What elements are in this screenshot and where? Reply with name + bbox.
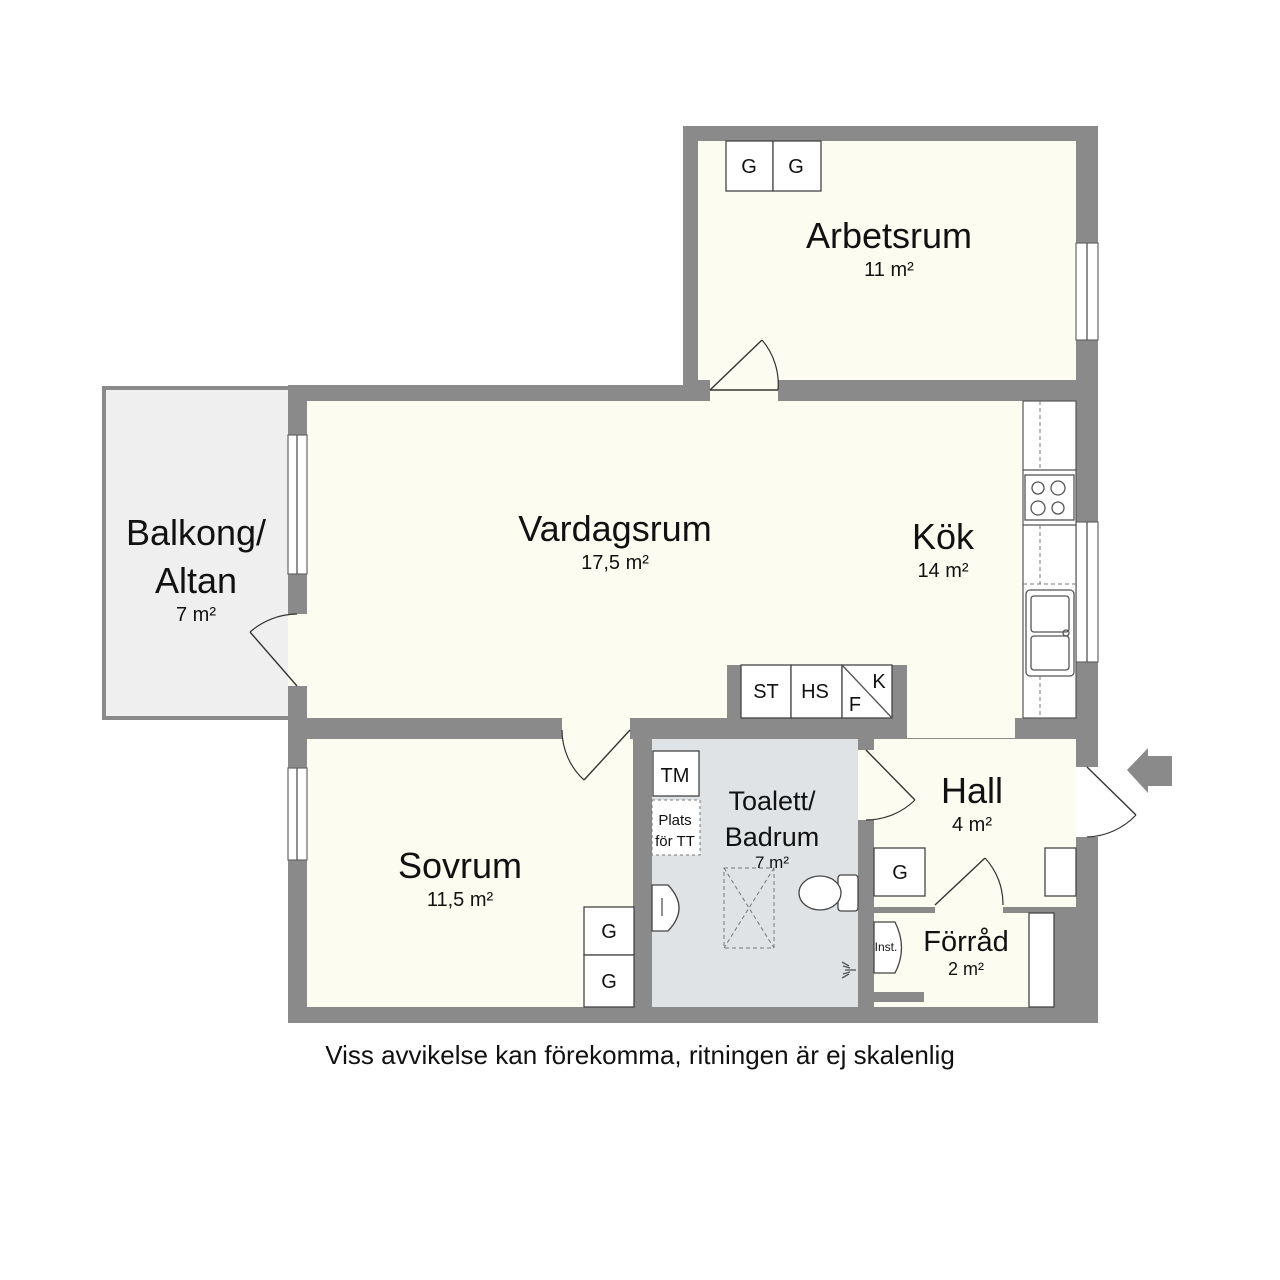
tm-box bbox=[652, 750, 700, 797]
wardrobe-sovrum-1 bbox=[583, 906, 635, 956]
wardrobe-label: G bbox=[788, 156, 804, 178]
kitchen-counter bbox=[1022, 400, 1077, 719]
balkong-name-line2: Altan bbox=[155, 560, 237, 601]
st-label: ST bbox=[753, 681, 779, 703]
toalett-area: 7 m² bbox=[755, 853, 789, 872]
toalett-name-line1: Toalett/ bbox=[728, 786, 816, 816]
forrad-name: Förråd bbox=[923, 926, 1008, 958]
room-labels: Arbetsrum 11 m² Vardagsrum 17,5 m² Kök 1… bbox=[126, 215, 1009, 979]
floor-drain-area bbox=[723, 867, 775, 949]
shower-icon bbox=[841, 961, 856, 979]
sovrum-floor bbox=[307, 739, 633, 1007]
doors bbox=[249, 339, 1137, 913]
hs-label: HS bbox=[801, 681, 829, 703]
kok-lower-floor bbox=[907, 718, 1015, 738]
balkong-name-line1: Balkong/ bbox=[126, 512, 266, 553]
disclaimer-text: Viss avvikelse kan förekomma, ritningen … bbox=[325, 1040, 955, 1070]
st-box bbox=[740, 664, 792, 719]
arbetsrum-area: 11 m² bbox=[864, 259, 914, 281]
forrad-shelf bbox=[1028, 912, 1055, 1008]
inst-cabinet bbox=[873, 921, 903, 974]
hall-name: Hall bbox=[941, 770, 1003, 811]
sovrum-area: 11,5 m² bbox=[427, 889, 494, 911]
tt-space bbox=[651, 799, 701, 856]
sink-icon bbox=[651, 884, 680, 932]
entrance-arrow-icon bbox=[1127, 748, 1172, 793]
wardrobe-hall bbox=[873, 847, 926, 897]
wardrobe-label: G bbox=[601, 921, 617, 943]
wardrobe-sovrum-2 bbox=[583, 954, 635, 1008]
vardagsrum-name: Vardagsrum bbox=[518, 508, 711, 549]
plats-label-line1: Plats bbox=[658, 812, 691, 829]
k-label: K bbox=[872, 671, 886, 693]
fixture-labels: G G ST HS F K TM Plats för TT G G G Inst… bbox=[601, 156, 908, 993]
balkong-area: 7 m² bbox=[176, 604, 216, 626]
wardrobe-label: G bbox=[601, 971, 617, 993]
windows bbox=[287, 242, 1099, 861]
plats-label-line2: för TT bbox=[655, 833, 695, 850]
f-label: F bbox=[849, 694, 861, 716]
forrad-area: 2 m² bbox=[948, 959, 984, 979]
kok-name: Kök bbox=[912, 516, 975, 557]
sovrum-name: Sovrum bbox=[398, 845, 522, 886]
wardrobe-label: G bbox=[892, 862, 908, 884]
wardrobe-arbetsrum-1 bbox=[725, 140, 774, 192]
fixtures bbox=[583, 140, 1077, 1008]
toalett-name-line2: Badrum bbox=[725, 822, 820, 852]
inst-label: Inst. bbox=[875, 940, 898, 954]
balcony-area bbox=[102, 386, 292, 720]
wardrobe-arbetsrum-2 bbox=[772, 140, 822, 192]
hall-cabinet bbox=[1044, 847, 1077, 897]
arbetsrum-name: Arbetsrum bbox=[806, 215, 972, 256]
kok-area: 14 m² bbox=[917, 560, 968, 582]
hall-area: 4 m² bbox=[952, 814, 992, 836]
vardagsrum-floor bbox=[307, 401, 1023, 718]
bathroom-details bbox=[651, 867, 859, 979]
vardagsrum-area: 17,5 m² bbox=[581, 552, 649, 574]
tm-label: TM bbox=[661, 765, 690, 787]
toilet-icon bbox=[798, 875, 842, 911]
wardrobe-label: G bbox=[741, 156, 757, 178]
